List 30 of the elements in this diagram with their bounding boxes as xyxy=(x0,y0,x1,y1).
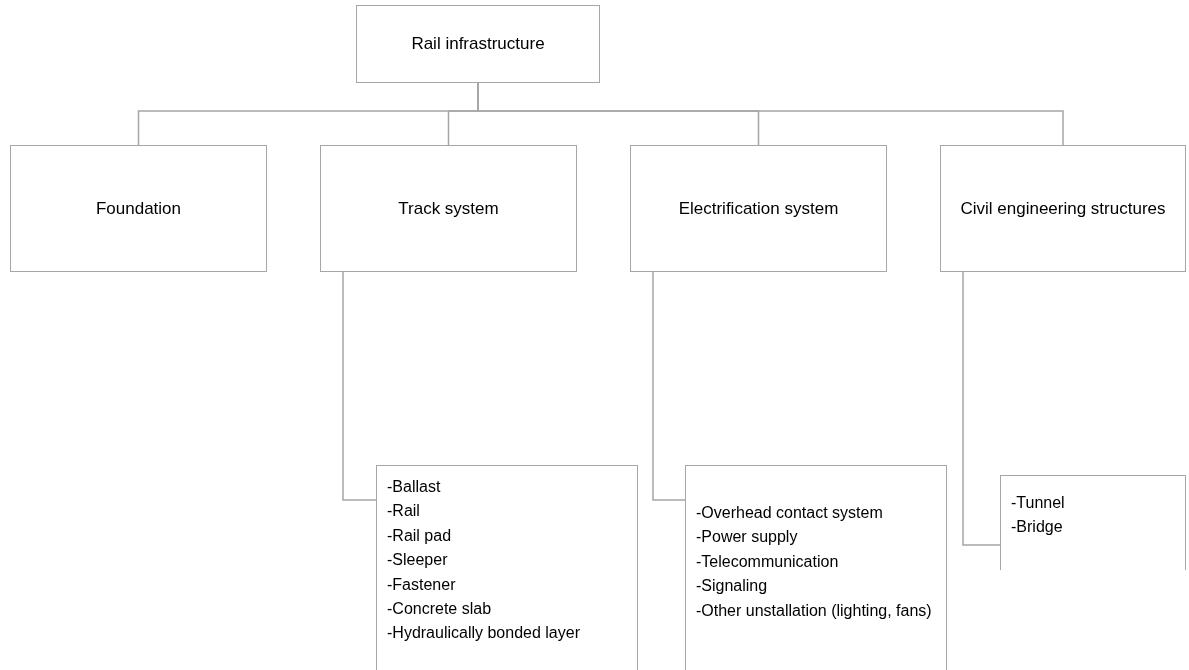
category-box xyxy=(940,145,1186,272)
list-box xyxy=(376,465,638,670)
connector-line xyxy=(652,271,686,501)
list-item: -Bridge xyxy=(1011,518,1064,537)
category-box xyxy=(320,145,577,272)
node-label: Track system xyxy=(398,198,499,219)
list-box xyxy=(1000,475,1186,570)
list-item: -Signaling xyxy=(696,577,769,596)
list-item: -Rail pad xyxy=(387,526,453,546)
node-label: Foundation xyxy=(95,198,182,219)
node-label: Civil engineering structures xyxy=(960,198,1166,219)
list-item: -Concrete slab xyxy=(387,599,493,619)
list-box xyxy=(685,465,947,670)
list-item: -Ballast xyxy=(387,478,442,497)
list-item: -Power supply xyxy=(696,528,799,547)
root-box xyxy=(356,5,600,83)
list-item: -Hydraulically bonded layer xyxy=(387,624,581,643)
connector-line xyxy=(342,271,377,501)
list-item: -Other unstallation (lighting, fans) xyxy=(696,601,933,620)
category-box xyxy=(630,145,887,272)
list-item: -Overhead contact system xyxy=(696,504,884,523)
list-item: -Fastener xyxy=(387,575,457,594)
list-item: -Telecommunication xyxy=(696,552,840,572)
node-label: Rail infrastructure xyxy=(411,34,545,54)
node-label: Electrification system xyxy=(678,198,839,219)
list-item: -Sleeper xyxy=(387,551,449,570)
list-item: -Rail xyxy=(387,502,421,521)
list-item: -Tunnel xyxy=(1011,494,1066,513)
connector-line xyxy=(962,271,1001,546)
category-box xyxy=(10,145,267,272)
